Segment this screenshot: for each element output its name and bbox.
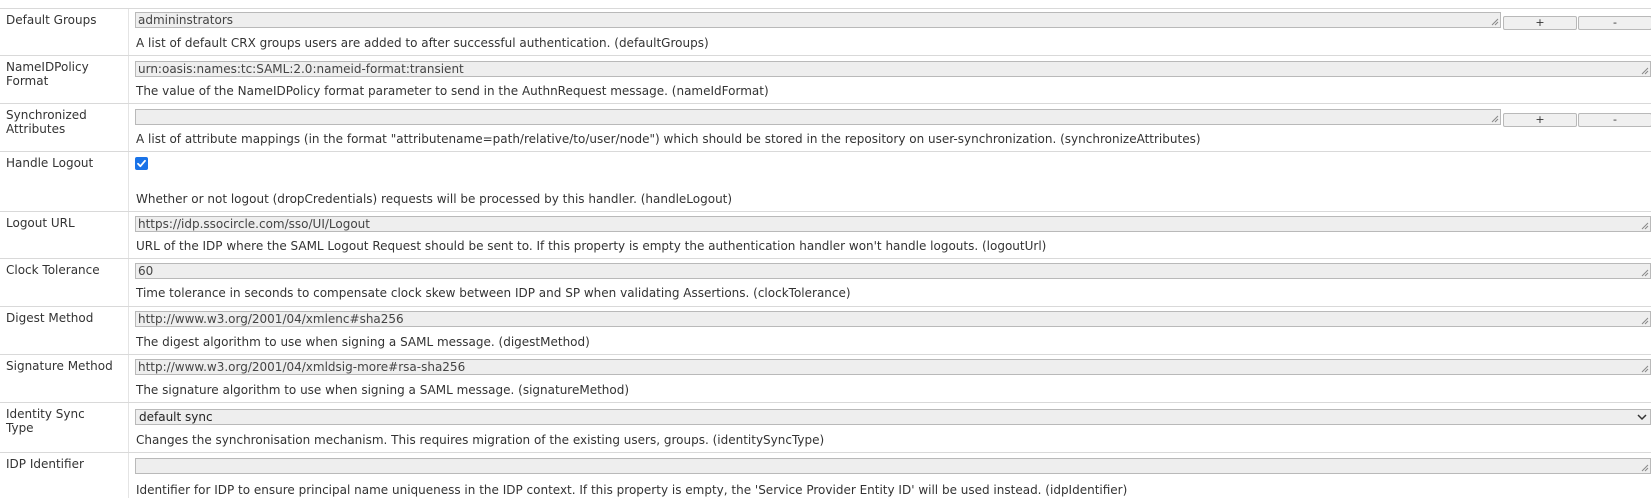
column-divider — [128, 9, 129, 55]
column-divider — [128, 307, 129, 354]
desc-idp-identifier: Identifier for IDP to ensure principal n… — [136, 483, 1128, 497]
remove-attribute-button[interactable]: - — [1578, 113, 1651, 127]
default-groups-input[interactable]: admininstrators — [135, 12, 1501, 28]
label-nameid-policy-format: NameIDPolicy Format — [6, 60, 89, 88]
label-identity-sync-type: Identity Sync Type — [6, 407, 85, 435]
column-divider — [128, 355, 129, 402]
row-default-groups: Default Groups admininstrators + - A lis… — [0, 9, 1651, 56]
add-default-group-button[interactable]: + — [1503, 16, 1577, 30]
chevron-down-icon — [1636, 411, 1648, 423]
desc-nameid-policy-format: The value of the NameIDPolicy format par… — [136, 84, 769, 98]
previous-row-cutoff — [0, 0, 1651, 9]
column-divider — [128, 259, 129, 306]
row-nameid-policy-format: NameIDPolicy Format urn:oasis:names:tc:S… — [0, 56, 1651, 104]
column-divider — [128, 453, 129, 498]
resize-grip-icon[interactable] — [1641, 317, 1649, 325]
checkmark-icon — [137, 159, 146, 168]
resize-grip-icon[interactable] — [1641, 464, 1649, 472]
handle-logout-checkbox[interactable] — [135, 157, 148, 170]
desc-identity-sync-type: Changes the synchronisation mechanism. T… — [136, 433, 825, 447]
identity-sync-type-value: default sync — [139, 410, 213, 424]
resize-grip-icon[interactable] — [1641, 67, 1649, 75]
clock-tolerance-input[interactable]: 60 — [135, 263, 1651, 279]
desc-signature-method: The signature algorithm to use when sign… — [136, 383, 630, 397]
label-digest-method: Digest Method — [6, 311, 94, 325]
row-identity-sync-type: Identity Sync Type default sync Changes … — [0, 403, 1651, 453]
identity-sync-type-select[interactable]: default sync — [135, 409, 1651, 425]
row-signature-method: Signature Method http://www.w3.org/2001/… — [0, 355, 1651, 403]
signature-method-input[interactable]: http://www.w3.org/2001/04/xmldsig-more#r… — [135, 359, 1651, 375]
row-clock-tolerance: Clock Tolerance 60 Time tolerance in sec… — [0, 259, 1651, 307]
desc-digest-method: The digest algorithm to use when signing… — [136, 335, 590, 349]
label-signature-method: Signature Method — [6, 359, 113, 373]
row-logout-url: Logout URL https://idp.ssocircle.com/sso… — [0, 212, 1651, 259]
idp-identifier-input[interactable] — [135, 458, 1651, 474]
desc-clock-tolerance: Time tolerance in seconds to compensate … — [136, 286, 851, 300]
row-digest-method: Digest Method http://www.w3.org/2001/04/… — [0, 307, 1651, 355]
row-idp-identifier: IDP Identifier Identifier for IDP to ens… — [0, 453, 1651, 498]
synchronize-attributes-input[interactable] — [135, 109, 1501, 125]
column-divider — [128, 152, 129, 211]
label-default-groups: Default Groups — [6, 13, 97, 27]
row-handle-logout: Handle Logout Whether or not logout (dro… — [0, 152, 1651, 212]
desc-logout-url: URL of the IDP where the SAML Logout Req… — [136, 239, 1047, 253]
label-synchronized-attributes: Synchronized Attributes — [6, 108, 87, 136]
logout-url-input[interactable]: https://idp.ssocircle.com/sso/UI/Logout — [135, 216, 1651, 232]
label-idp-identifier: IDP Identifier — [6, 457, 84, 471]
resize-grip-icon[interactable] — [1641, 222, 1649, 230]
row-synchronized-attributes: Synchronized Attributes + - A list of at… — [0, 104, 1651, 152]
resize-grip-icon[interactable] — [1491, 115, 1499, 123]
column-divider — [128, 403, 129, 452]
column-divider — [128, 212, 129, 258]
column-divider — [128, 104, 129, 151]
nameid-format-input[interactable]: urn:oasis:names:tc:SAML:2.0:nameid-forma… — [135, 61, 1651, 77]
label-handle-logout: Handle Logout — [6, 156, 94, 170]
remove-default-group-button[interactable]: - — [1578, 16, 1651, 30]
desc-handle-logout: Whether or not logout (dropCredentials) … — [136, 192, 733, 206]
label-clock-tolerance: Clock Tolerance — [6, 263, 100, 277]
label-logout-url: Logout URL — [6, 216, 75, 230]
add-attribute-button[interactable]: + — [1503, 113, 1577, 127]
resize-grip-icon[interactable] — [1491, 18, 1499, 26]
desc-synchronized-attributes: A list of attribute mappings (in the for… — [136, 132, 1201, 146]
resize-grip-icon[interactable] — [1641, 365, 1649, 373]
column-divider — [128, 56, 129, 103]
digest-method-input[interactable]: http://www.w3.org/2001/04/xmlenc#sha256 — [135, 311, 1651, 327]
resize-grip-icon[interactable] — [1641, 269, 1649, 277]
desc-default-groups: A list of default CRX groups users are a… — [136, 36, 709, 50]
